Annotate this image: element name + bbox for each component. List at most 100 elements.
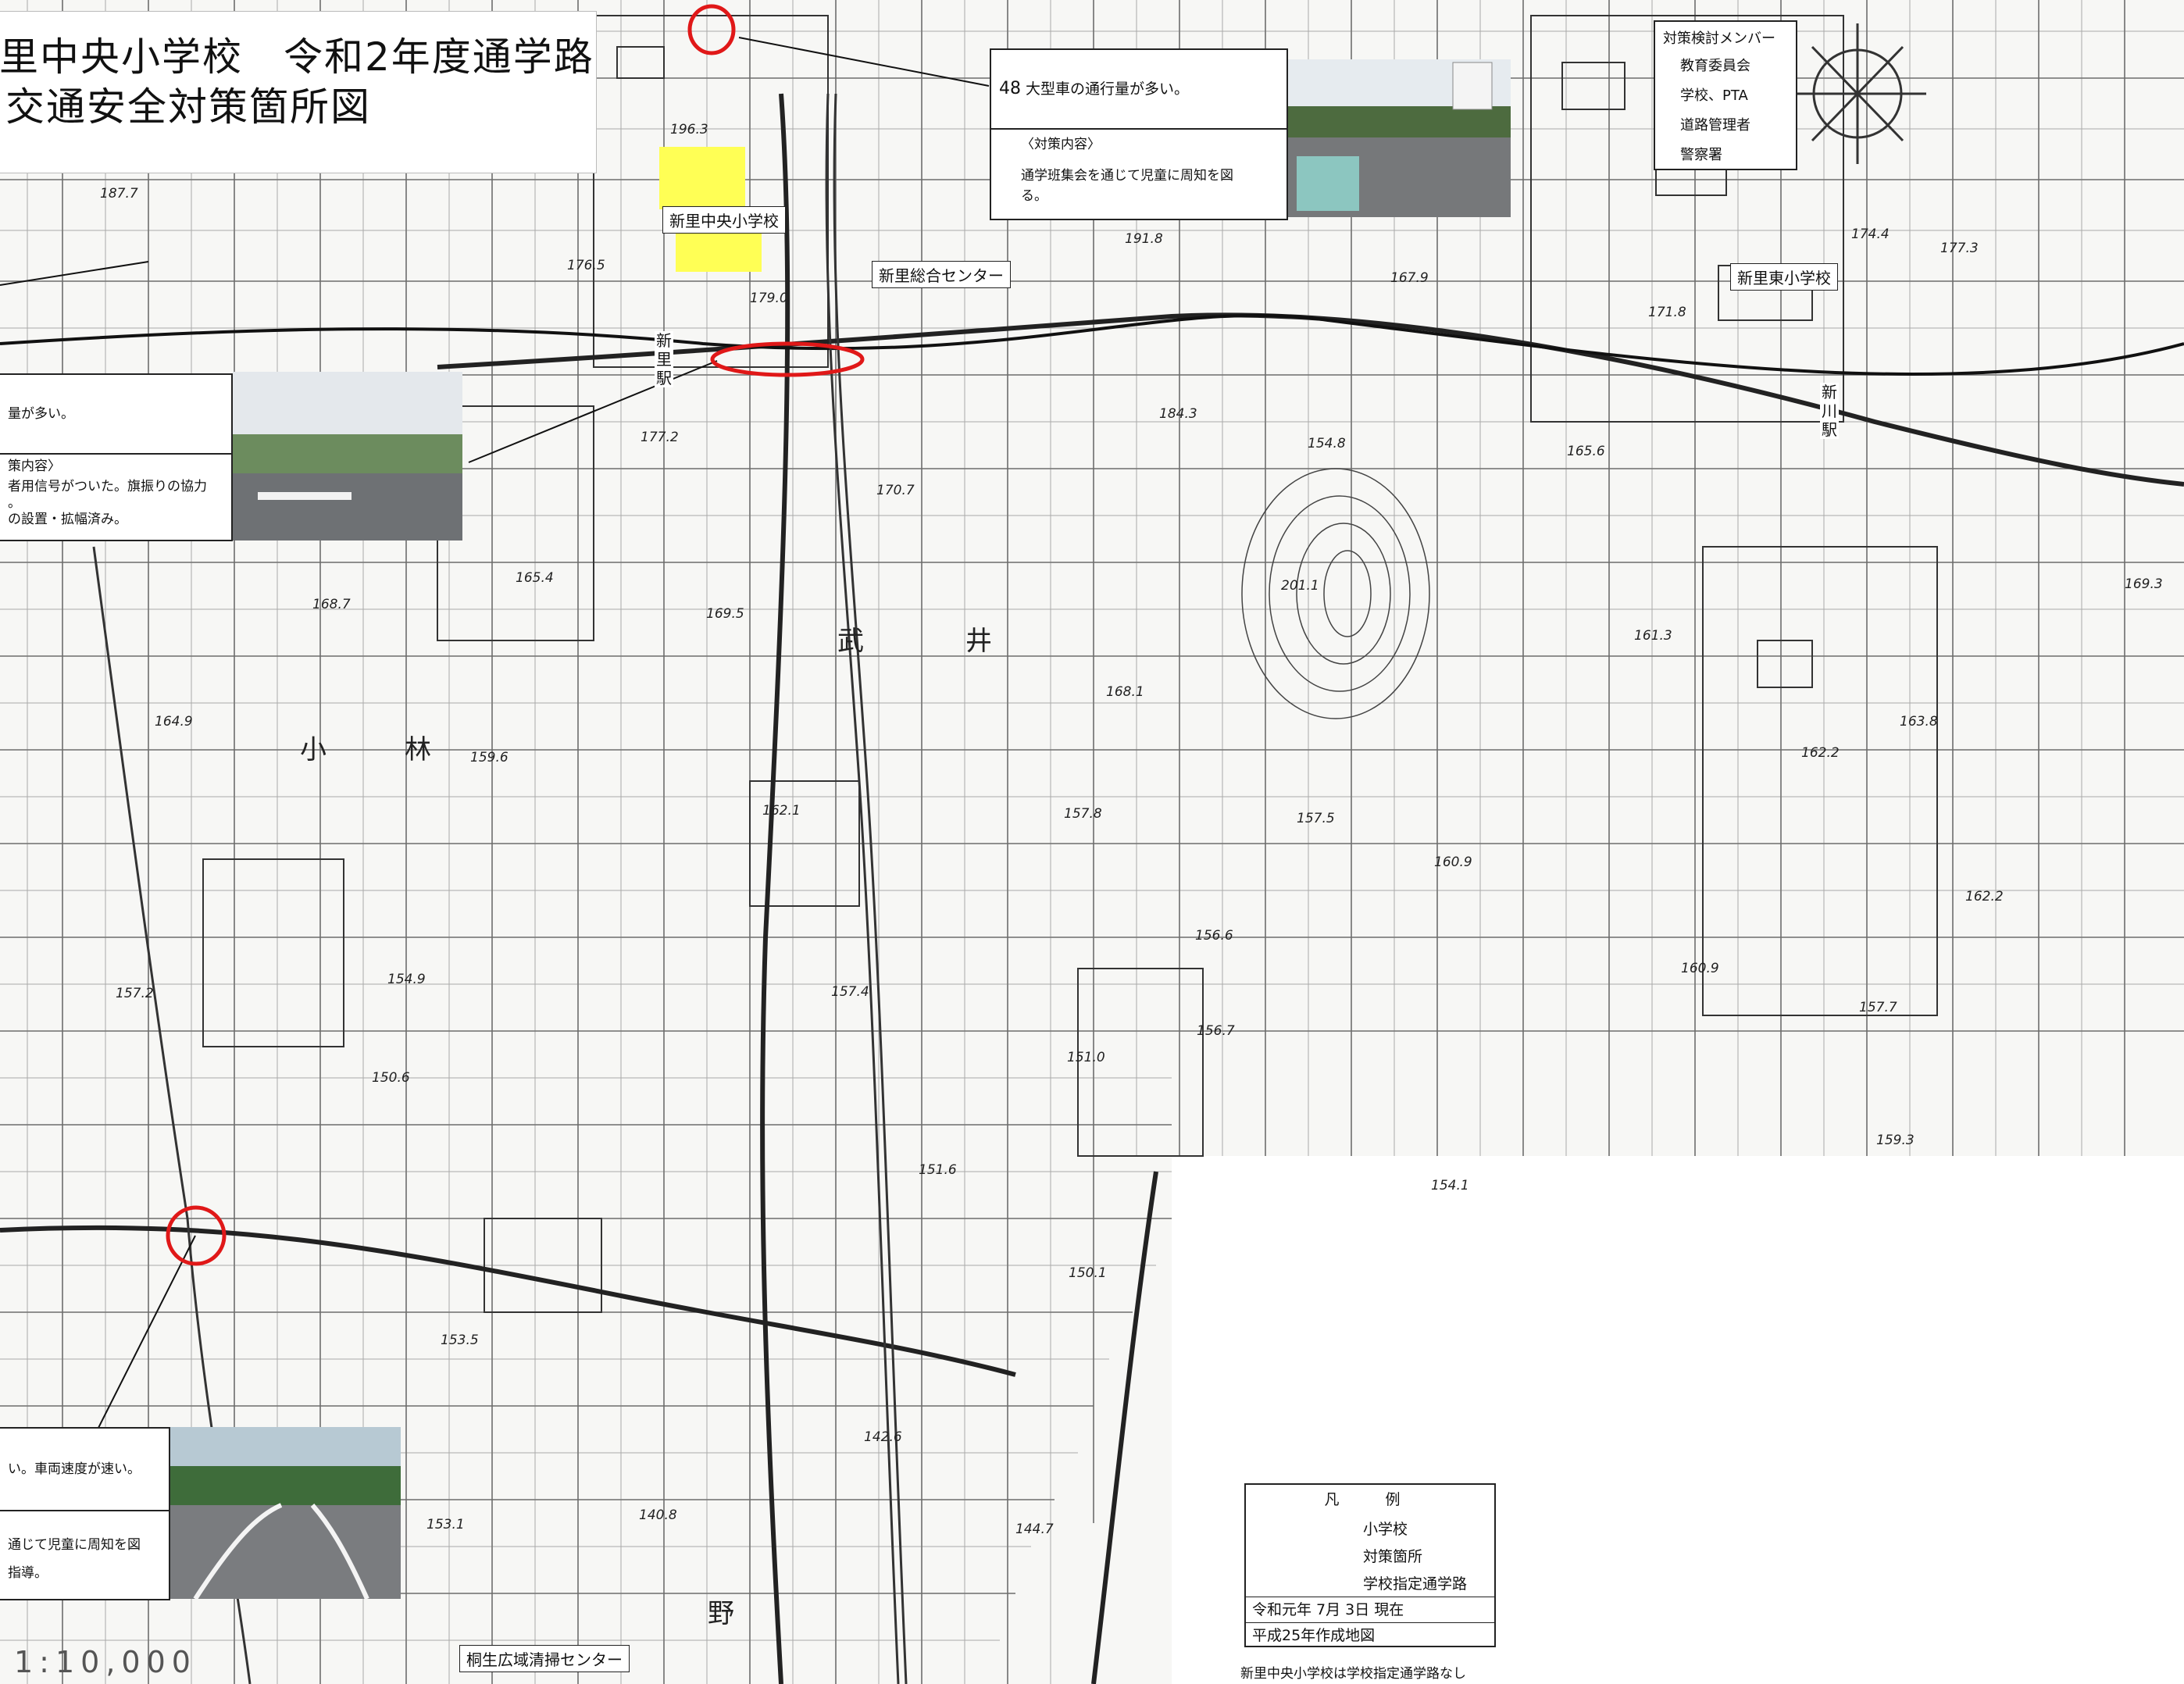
member-item: 警察署 bbox=[1680, 147, 1722, 163]
elevation-label: 177.2 bbox=[641, 430, 679, 445]
member-item: 教育委員会 bbox=[1680, 58, 1750, 74]
elevation-label: 162.2 bbox=[1801, 745, 1840, 761]
elevation-label: 160.9 bbox=[1681, 961, 1719, 976]
label-general-center: 新里総合センター bbox=[872, 261, 1011, 288]
measures-text-2: 指導。 bbox=[8, 1565, 48, 1581]
elevation-label: 162.2 bbox=[1965, 889, 2004, 904]
legend-item-school: 小学校 bbox=[1363, 1521, 1408, 1538]
legend-item-route: 学校指定通学路 bbox=[1363, 1575, 1468, 1593]
elevation-label: 174.4 bbox=[1851, 227, 1890, 242]
map-title: 里中央小学校 令和2年度通学路 交通安全対策箇所図 bbox=[0, 11, 597, 173]
measures-text-3: の設置・拡幅済み。 bbox=[8, 512, 127, 527]
elevation-label: 157.7 bbox=[1859, 1000, 1897, 1015]
elevation-label: 168.1 bbox=[1106, 684, 1144, 700]
railway-ticks bbox=[0, 314, 2184, 375]
photo-top-right bbox=[1286, 59, 1511, 217]
site-problem: 大型車の通行量が多い。 bbox=[1026, 80, 1190, 98]
members-box: 対策検討メンバー 教育委員会 学校、PTA 道路管理者 警察署 bbox=[1654, 20, 1797, 170]
site-problem: 量が多い。 bbox=[8, 406, 74, 422]
elevation-label: 150.6 bbox=[372, 1070, 410, 1086]
label-school-east: 新里東小学校 bbox=[1730, 263, 1838, 291]
leader-lines bbox=[0, 37, 990, 1430]
member-item: 道路管理者 bbox=[1680, 117, 1750, 134]
place-no: 野 bbox=[708, 1598, 734, 1629]
elevation-label: 159.6 bbox=[470, 750, 509, 765]
elevation-label: 151.6 bbox=[919, 1162, 957, 1178]
photo-bottom-left bbox=[169, 1427, 401, 1600]
north-arrow bbox=[1789, 23, 1926, 164]
elevation-label: 154.1 bbox=[1431, 1178, 1469, 1193]
elevation-label: 184.3 bbox=[1159, 406, 1197, 422]
elevation-label: 169.3 bbox=[2125, 576, 2163, 592]
elevation-label: 159.3 bbox=[1876, 1133, 1915, 1148]
elevation-label: 156.7 bbox=[1197, 1023, 1235, 1039]
legend: 凡 例 小学校 対策箇所 学校指定通学路 令和元年 7月 3日 現在 平成25年… bbox=[1244, 1483, 1496, 1647]
measures-text-1: 通じて児童に周知を図 bbox=[8, 1537, 141, 1553]
elevation-label: 154.9 bbox=[387, 972, 426, 987]
elevation-label: 150.1 bbox=[1069, 1265, 1107, 1281]
footnote: 新里中央小学校は学校指定通学路なし bbox=[1240, 1666, 1466, 1682]
member-item: 学校、PTA bbox=[1680, 87, 1748, 104]
label-cleaning-center: 桐生広域清掃センター bbox=[459, 1645, 630, 1672]
elevation-label: 196.3 bbox=[670, 122, 708, 137]
callout-mid-left: 量が多い。 策内容〉 者用信号がついた。旗振りの協力 。 の設置・拡幅済み。 bbox=[0, 373, 233, 541]
callout-top-right: 48 大型車の通行量が多い。 〈対策内容〉 通学班集会を通じて児童に周知を図る。 bbox=[990, 48, 1288, 220]
photo-mid-left bbox=[233, 372, 462, 541]
site-number: 48 bbox=[999, 79, 1021, 98]
members-heading: 対策検討メンバー bbox=[1663, 30, 1775, 47]
elevation-label: 170.7 bbox=[876, 483, 915, 498]
measure-sites bbox=[166, 4, 865, 1266]
site-problem: い。車両速度が速い。 bbox=[8, 1461, 141, 1477]
elevation-label: 201.1 bbox=[1281, 578, 1319, 594]
elevation-label: 162.1 bbox=[762, 803, 801, 819]
elevation-label: 140.8 bbox=[639, 1507, 677, 1523]
label-station-niisato: 新里駅 bbox=[655, 331, 673, 387]
elevation-label: 151.0 bbox=[1067, 1050, 1105, 1065]
scale-label: 1:10,000 bbox=[14, 1645, 197, 1679]
elevation-label: 187.7 bbox=[100, 186, 138, 202]
place-kobayashi-1: 小 bbox=[300, 734, 327, 765]
elevation-label: 144.7 bbox=[1015, 1522, 1054, 1537]
elevation-label: 161.3 bbox=[1634, 628, 1672, 644]
elevation-label: 179.0 bbox=[750, 291, 788, 306]
elevation-label: 176.5 bbox=[567, 258, 605, 273]
elevation-label: 157.8 bbox=[1064, 806, 1102, 822]
elevation-label: 154.8 bbox=[1308, 436, 1346, 451]
elevation-label: 163.8 bbox=[1900, 714, 1938, 730]
elevation-label: 169.5 bbox=[706, 606, 744, 622]
elevation-label: 167.9 bbox=[1390, 270, 1429, 286]
elevation-label: 165.4 bbox=[516, 570, 554, 586]
elevation-label: 168.7 bbox=[312, 597, 351, 612]
measures-text-2: 。 bbox=[8, 495, 21, 511]
title-line-2: 交通安全対策箇所図 bbox=[5, 84, 371, 130]
contours bbox=[1241, 468, 1430, 719]
elevation-label: 171.8 bbox=[1648, 305, 1686, 320]
elevation-label: 156.6 bbox=[1195, 928, 1233, 944]
label-school-central: 新里中央小学校 bbox=[662, 206, 786, 234]
elevation-label: 157.4 bbox=[831, 984, 869, 1000]
callout-bottom-left: い。車両速度が速い。 通じて児童に周知を図 指導。 bbox=[0, 1427, 170, 1600]
elevation-label: 153.5 bbox=[441, 1333, 479, 1348]
elevation-label: 191.8 bbox=[1125, 231, 1163, 247]
measures-heading: 策内容〉 bbox=[8, 458, 61, 474]
place-takei-1: 武 bbox=[837, 626, 864, 657]
measures-heading: 〈対策内容〉 bbox=[1021, 137, 1101, 152]
measures-text: 通学班集会を通じて児童に周知を図る。 bbox=[1021, 168, 1233, 204]
elevation-label: 157.2 bbox=[116, 986, 154, 1001]
place-kobayashi-2: 林 bbox=[405, 734, 431, 765]
legend-item-site: 対策箇所 bbox=[1363, 1548, 1423, 1565]
label-station-shinkawa: 新川駅 bbox=[1820, 383, 1839, 439]
place-takei-2: 井 bbox=[965, 626, 992, 657]
elevation-label: 160.9 bbox=[1434, 854, 1472, 870]
elevation-label: 142.6 bbox=[864, 1429, 902, 1445]
elevation-label: 164.9 bbox=[155, 714, 193, 730]
legend-date: 令和元年 7月 3日 現在 bbox=[1246, 1597, 1494, 1622]
elevation-label: 177.3 bbox=[1940, 241, 1979, 256]
elevation-label: 153.1 bbox=[426, 1517, 465, 1532]
title-line-1: 里中央小学校 令和2年度通学路 bbox=[0, 34, 594, 80]
legend-heading: 凡 例 bbox=[1324, 1491, 1416, 1508]
legend-source: 平成25年作成地図 bbox=[1246, 1622, 1494, 1648]
elevation-label: 165.6 bbox=[1567, 444, 1605, 459]
